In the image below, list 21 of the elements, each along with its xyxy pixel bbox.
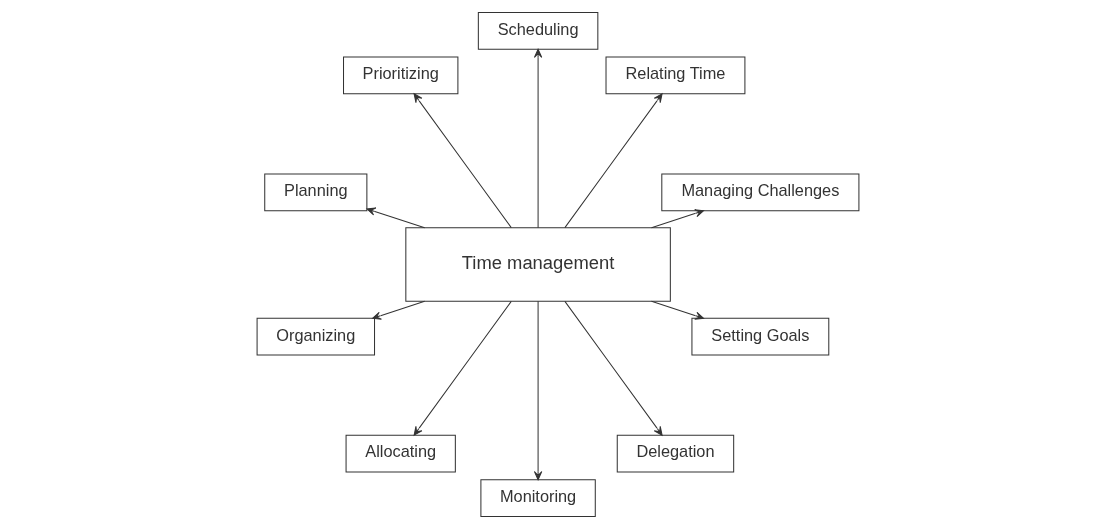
arrow <box>563 93 663 229</box>
arrow <box>413 300 512 436</box>
arrow <box>533 300 542 481</box>
node-box: Prioritizing <box>342 56 458 95</box>
node-box: Monitoring <box>479 479 596 518</box>
arrow <box>371 300 425 320</box>
node-box: Delegation <box>616 434 734 473</box>
node-box: Relating Time <box>605 56 745 95</box>
arrow <box>533 48 542 229</box>
node-box: Planning <box>263 173 367 212</box>
node-box: Scheduling <box>477 11 598 50</box>
node-box: Managing Challenges <box>660 173 859 212</box>
arrow <box>563 300 663 436</box>
arrow <box>650 209 704 229</box>
node-box: Time management <box>404 227 671 302</box>
node-box: Organizing <box>256 317 375 356</box>
node-box: Allocating <box>345 434 456 473</box>
arrow <box>650 300 704 320</box>
node-box: Setting Goals <box>690 317 829 356</box>
arrow <box>365 207 425 229</box>
arrow <box>413 93 512 229</box>
